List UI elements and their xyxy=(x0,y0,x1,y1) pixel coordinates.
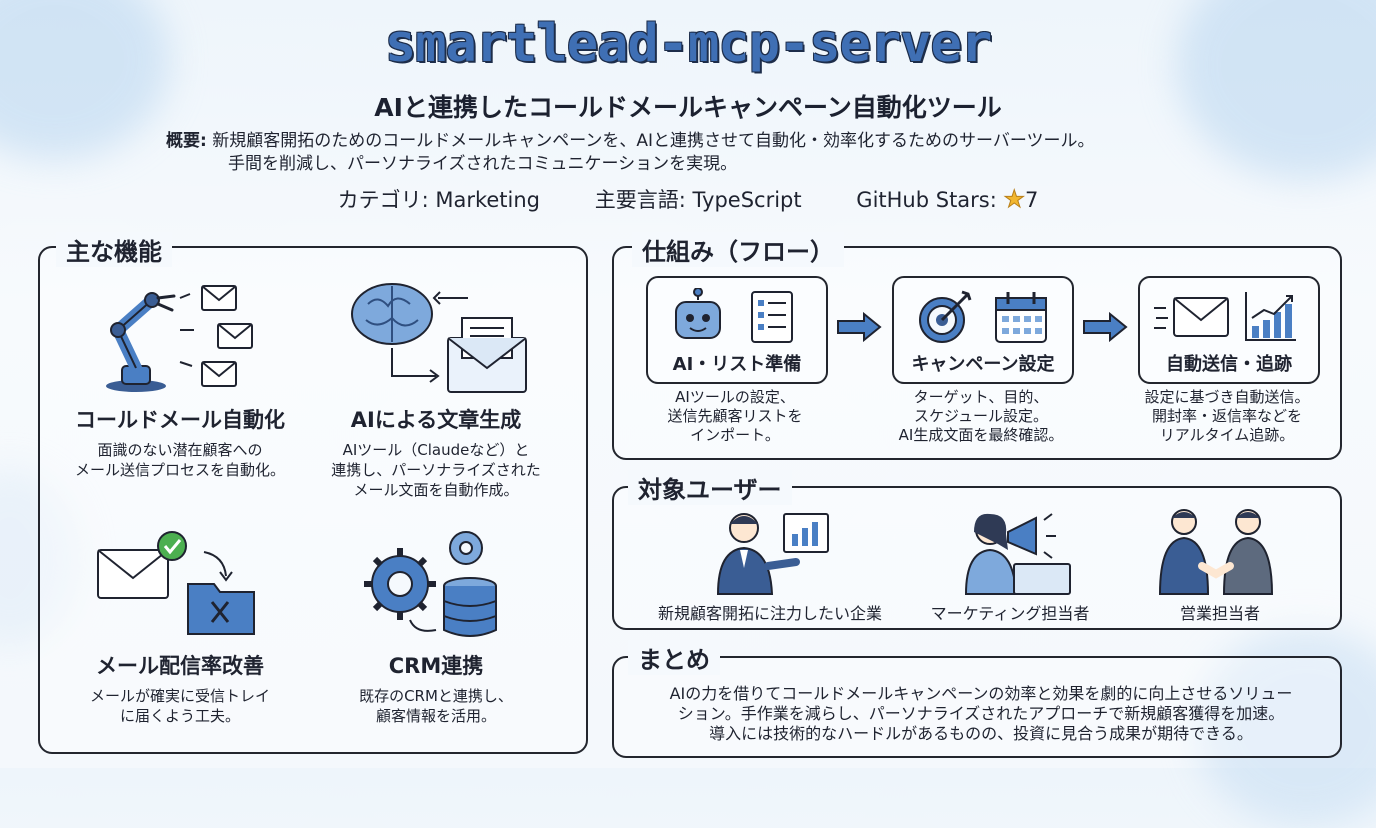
overview-label: 概要: xyxy=(166,131,207,151)
handshake-icon xyxy=(1158,509,1274,595)
desc-line: インポート。 xyxy=(690,426,780,444)
flow-step-desc-1: AIツールの設定、 送信先顧客リストを インポート。 xyxy=(630,388,840,445)
desc-line: リアルタイム追跡。 xyxy=(1159,426,1295,444)
flow-step-label: キャンペーン設定 xyxy=(911,354,1055,375)
arrow-right-icon xyxy=(837,312,882,342)
stars-label: GitHub Stars: xyxy=(856,188,997,212)
page-subtitle: AIと連携したコールドメールキャンペーン自動化ツール xyxy=(374,93,1002,122)
checklist-icon xyxy=(751,291,793,343)
flow-step-2: キャンペーン設定 xyxy=(892,276,1074,384)
flow-step-desc-2: ターゲット、目的、 スケジュール設定。 AI生成文面を最終確認。 xyxy=(876,388,1086,445)
desc-line: ターゲット、目的、 xyxy=(913,388,1049,406)
flow-heading: 仕組み（フロー） xyxy=(632,232,844,267)
brain-mail-icon xyxy=(351,283,527,393)
feature-cold-mail: コールドメール自動化 面識のない潜在顧客への メール送信プロセスを自動化。 xyxy=(62,404,298,480)
marketer-megaphone-icon xyxy=(964,513,1071,595)
feature-desc-2: に届くよう工夫。 xyxy=(119,707,240,725)
desc-line: 設定に基づき自動送信。 xyxy=(1144,388,1310,406)
feature-title: メール配信率改善 xyxy=(96,654,264,678)
github-stars: GitHub Stars: ★7 xyxy=(856,185,1039,214)
page-title: smartlead-mcp-server xyxy=(384,14,992,74)
feature-title: コールドメール自動化 xyxy=(75,408,285,432)
feature-desc-2: 顧客情報を活用。 xyxy=(375,707,496,725)
flow-step-desc-3: 設定に基づき自動送信。 開封率・返信率などを リアルタイム追跡。 xyxy=(1122,388,1332,445)
user-companies: 新規顧客開拓に注力したい企業 xyxy=(657,604,882,623)
feature-desc-2: メール送信プロセスを自動化。 xyxy=(74,461,285,479)
summary-line: ション。手作業を減らし、パーソナライズされたアプローチで新規顧客獲得を加速。 xyxy=(677,704,1285,723)
feature-deliverability: メール配信率改善 メールが確実に受信トレイ に届くよう工夫。 xyxy=(62,650,298,726)
target-icon xyxy=(919,290,972,343)
feature-ai-writing: AIによる文章生成 AIツール（Claudeなど）と 連携し、パーソナライズされ… xyxy=(318,404,554,500)
stars-value: 7 xyxy=(1025,188,1039,212)
desc-line: 開封率・返信率などを xyxy=(1151,407,1302,425)
feature-crm: CRM連携 既存のCRMと連携し、 顧客情報を活用。 xyxy=(318,650,554,726)
flow-step-3: 自動送信・追跡 xyxy=(1138,276,1320,384)
overview-line-2: 手間を削減し、パーソナライズされたコミュニケーションを実現。 xyxy=(228,154,738,174)
category: カテゴリ: Marketing xyxy=(337,188,541,212)
features-heading: 主な機能 xyxy=(56,232,172,267)
language: 主要言語: TypeScript xyxy=(594,188,802,212)
feature-desc-1: 面識のない潜在顧客への xyxy=(97,441,263,459)
desc-line: 送信先顧客リストを xyxy=(667,407,803,425)
send-mail-icon xyxy=(1154,297,1229,337)
summary-text: AIの力を借りてコールドメールキャンペーンの効率と効果を劇的に向上させるソリュー… xyxy=(632,684,1330,744)
feature-desc-1: 既存のCRMと連携し、 xyxy=(359,687,513,705)
feature-desc-2: 連携し、パーソナライズされた xyxy=(331,461,541,479)
businessperson-chart-icon xyxy=(716,513,829,595)
user-marketers: マーケティング担当者 xyxy=(930,604,1090,623)
robot-icon xyxy=(675,288,721,339)
user-sales: 営業担当者 xyxy=(1179,604,1260,623)
star-icon: ★ xyxy=(1003,185,1026,214)
overview-line-1: 新規顧客開拓のためのコールドメールキャンペーンを、AIと連携させて自動化・効率化… xyxy=(212,131,1095,151)
mail-check-folder-icon xyxy=(97,531,255,635)
robot-arm-icon xyxy=(106,285,253,392)
feature-desc-1: メールが確実に受信トレイ xyxy=(89,687,270,705)
summary-line: AIの力を借りてコールドメールキャンペーンの効率と効果を劇的に向上させるソリュー xyxy=(669,684,1293,703)
feature-desc-3: メール文面を自動作成。 xyxy=(353,481,519,499)
arrow-right-icon xyxy=(1083,312,1128,342)
summary-heading: まとめ xyxy=(628,640,720,675)
desc-line: スケジュール設定。 xyxy=(914,407,1048,425)
summary-panel xyxy=(612,656,1342,758)
flow-step-label: AI・リスト準備 xyxy=(672,354,802,375)
users-heading: 対象ユーザー xyxy=(628,470,792,505)
desc-line: AI生成文面を最終確認。 xyxy=(898,426,1064,444)
gears-database-icon xyxy=(364,531,497,637)
calendar-icon xyxy=(995,292,1047,343)
desc-line: AIツールの設定、 xyxy=(675,388,795,406)
meta-row: カテゴリ: Marketing 主要言語: TypeScript GitHub … xyxy=(0,184,1376,214)
flow-step-label: 自動送信・追跡 xyxy=(1166,354,1292,375)
flow-step-1: AI・リスト準備 xyxy=(646,276,828,384)
feature-title: CRM連携 xyxy=(388,654,484,678)
chart-up-icon xyxy=(1245,292,1296,341)
feature-desc-1: AIツール（Claudeなど）と xyxy=(342,441,530,459)
summary-line: 導入には技術的なハードルがあるものの、投資に見合う成果が期待できる。 xyxy=(709,724,1253,743)
feature-title: AIによる文章生成 xyxy=(350,408,522,432)
overview: 概要: 新規顧客開拓のためのコールドメールキャンペーンを、AIと連携させて自動化… xyxy=(166,130,1095,176)
